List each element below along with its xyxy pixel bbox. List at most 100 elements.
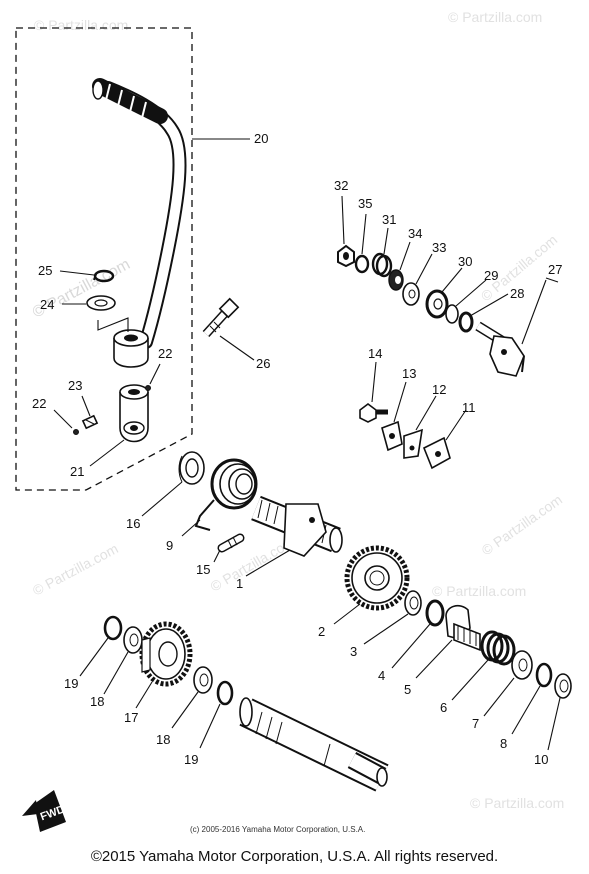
callout-32: 32 [334, 178, 348, 193]
callout-33: 33 [432, 240, 446, 255]
leader-8 [511, 685, 541, 735]
bolt-26 [202, 297, 240, 338]
leader-13 [393, 381, 407, 423]
callout-9: 9 [166, 538, 173, 553]
washer-33 [402, 282, 420, 306]
oring-28 [458, 311, 474, 333]
callout-1: 1 [236, 576, 243, 591]
watermark-top-right: © Partzilla.com [448, 9, 542, 25]
guide-11 [422, 436, 451, 470]
leader-19-lower [199, 703, 221, 749]
leader-4 [391, 623, 431, 669]
leader-26 [219, 335, 255, 361]
bolt-14 [359, 403, 388, 423]
callout-5: 5 [404, 682, 411, 697]
washer-18-upper [123, 626, 143, 654]
callout-10: 10 [534, 752, 548, 767]
callout-24: 24 [40, 297, 54, 312]
leader-27 [521, 277, 559, 345]
callout-2: 2 [318, 624, 325, 639]
washer-10 [554, 673, 572, 699]
callout-17: 17 [124, 710, 138, 725]
leader-12 [415, 395, 437, 431]
watermark-left-mid: © Partzilla.com [30, 540, 121, 598]
kick-gear-2 [344, 545, 410, 611]
callout-4: 4 [378, 668, 385, 683]
leader-34 [399, 241, 411, 271]
leader-10 [547, 697, 561, 751]
pin-22-left [73, 429, 79, 435]
leader-22-right [149, 363, 161, 385]
watermark-bottom-right: © Partzilla.com [470, 795, 564, 811]
watermark-lower-right: © Partzilla.com [432, 583, 526, 599]
lock-washer-35 [354, 254, 370, 274]
callout-22-right: 22 [158, 346, 172, 361]
leader-16 [141, 481, 183, 517]
callout-19-upper: 19 [64, 676, 78, 691]
leader-2 [333, 603, 361, 625]
main-shaft [239, 697, 389, 792]
callout-11: 11 [462, 400, 476, 415]
circlip-19-lower [216, 680, 234, 706]
callout-27: 27 [548, 262, 562, 277]
collar-34 [388, 269, 404, 291]
callout-22-left: 22 [32, 396, 46, 411]
kick-shaft-clamp-21 [119, 384, 149, 443]
leader-6 [451, 659, 489, 701]
callout-15: 15 [196, 562, 210, 577]
washer-18-lower [193, 666, 213, 694]
callout-20: 20 [254, 131, 268, 146]
bolt-23 [81, 414, 99, 430]
leader-32 [341, 195, 345, 245]
watermark-top-left: © Partzilla.com [34, 17, 128, 33]
callout-14: 14 [368, 346, 382, 361]
kick-assembly-boundary [15, 27, 193, 491]
callout-26: 26 [256, 356, 270, 371]
inner-copyright: (c) 2005-2016 Yamaha Motor Corporation, … [190, 825, 365, 834]
callout-31: 31 [382, 212, 396, 227]
kick-shaft-27 [475, 321, 525, 377]
callout-3: 3 [350, 644, 357, 659]
kick-crank-boss [113, 329, 149, 368]
leader-3 [363, 613, 409, 645]
circlip-19-upper [103, 615, 123, 641]
circlip-8 [535, 662, 553, 688]
leader-7 [483, 677, 515, 717]
plate-13 [381, 420, 403, 452]
leader-15 [213, 549, 221, 563]
callout-19-lower: 19 [184, 752, 198, 767]
leader-21 [89, 439, 125, 467]
circlip-4 [425, 599, 445, 627]
leader-30 [441, 267, 463, 293]
leader-19-upper [79, 637, 109, 677]
leader-28 [469, 293, 509, 317]
washer-29 [445, 304, 459, 324]
oil-seal-16 [178, 451, 205, 485]
stopper-pin-15 [217, 533, 245, 553]
callout-34: 34 [408, 226, 422, 241]
leader-35 [361, 213, 367, 255]
footer-copyright: ©2015 Yamaha Motor Corporation, U.S.A. A… [90, 848, 499, 865]
bearing-30 [425, 289, 449, 319]
leader-22-left [53, 409, 73, 429]
callout-30: 30 [458, 254, 472, 269]
leader-17 [135, 681, 153, 709]
callout-18-lower: 18 [156, 732, 170, 747]
callout-18-upper: 18 [90, 694, 104, 709]
spring-6 [480, 630, 516, 666]
kick-crank-arm [92, 78, 187, 349]
washer-3 [404, 590, 422, 616]
callout-16: 16 [126, 516, 140, 531]
callout-7: 7 [472, 716, 479, 731]
leader-18-lower [171, 691, 199, 729]
callout-13: 13 [402, 366, 416, 381]
washer-7 [511, 650, 533, 680]
leader-9 [181, 519, 201, 537]
leader-29 [455, 279, 487, 307]
callout-8: 8 [500, 736, 507, 751]
washer-24 [86, 295, 116, 311]
leader-33 [415, 253, 433, 285]
leader-25 [59, 270, 95, 276]
callout-28: 28 [510, 286, 524, 301]
